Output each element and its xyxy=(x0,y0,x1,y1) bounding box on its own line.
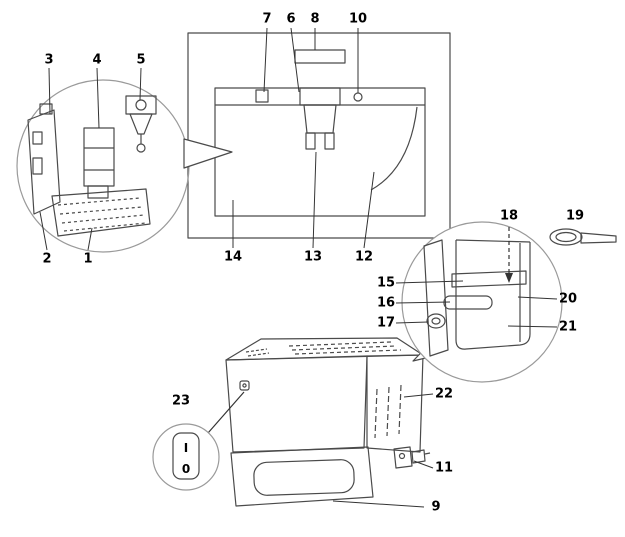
callout-15: 15 xyxy=(376,275,396,291)
perspective-view xyxy=(225,337,431,507)
water-tank xyxy=(426,239,531,350)
water-tank-detail xyxy=(401,221,617,383)
side-vents xyxy=(374,384,402,439)
callout-14: 14 xyxy=(223,249,243,265)
callout-9: 9 xyxy=(431,499,441,515)
steam-nozzle-part xyxy=(255,89,269,103)
door-curve xyxy=(370,106,418,191)
power-inlet xyxy=(393,446,431,469)
callout-12: 12 xyxy=(354,249,374,265)
right-side-face xyxy=(366,354,424,453)
leader-lines xyxy=(39,27,558,508)
callout-21: 21 xyxy=(558,319,578,335)
top-vent-slots xyxy=(245,348,270,357)
power-on-label: I xyxy=(183,441,189,455)
cup-warming-grid xyxy=(288,341,402,355)
brew-group xyxy=(83,127,115,199)
drip-grate xyxy=(51,188,151,237)
callout-7: 7 xyxy=(262,11,272,27)
callout-17: 17 xyxy=(376,315,396,331)
fill-direction-arrow xyxy=(505,227,513,283)
coffee-funnel-unit xyxy=(125,95,157,153)
power-off-label: 0 xyxy=(181,462,191,476)
callout-4: 4 xyxy=(92,52,102,68)
measuring-scoop xyxy=(549,228,617,246)
detail-pointer-line xyxy=(207,391,245,434)
power-switch-detail xyxy=(152,391,245,491)
front-face xyxy=(225,355,368,453)
detail-pointer-wedge xyxy=(183,138,233,169)
callout-3: 3 xyxy=(44,52,54,68)
callout-20: 20 xyxy=(558,291,578,307)
detail-circle xyxy=(401,221,563,383)
drip-tray xyxy=(230,446,374,507)
brew-unit-detail xyxy=(16,79,233,253)
coffee-spout xyxy=(299,87,341,150)
callout-11: 11 xyxy=(434,460,454,476)
display-panel xyxy=(294,49,346,64)
tank-cap xyxy=(426,313,446,329)
callout-1: 1 xyxy=(83,251,93,267)
indicator-part xyxy=(353,92,363,102)
callout-10: 10 xyxy=(348,11,368,27)
tank-lid xyxy=(451,270,527,288)
callout-18: 18 xyxy=(499,208,519,224)
callout-19: 19 xyxy=(565,208,585,224)
service-door xyxy=(27,103,61,215)
power-button xyxy=(239,380,250,391)
callout-23: 23 xyxy=(171,393,191,409)
front-view xyxy=(187,32,451,239)
callout-22: 22 xyxy=(434,386,454,402)
rocker-switch xyxy=(172,432,200,480)
front-view-frame xyxy=(187,32,451,239)
callout-16: 16 xyxy=(376,295,396,311)
tank-cap-inner xyxy=(431,317,441,325)
interior-opening xyxy=(214,87,426,217)
callout-6: 6 xyxy=(286,11,296,27)
callout-2: 2 xyxy=(42,251,52,267)
callout-8: 8 xyxy=(310,11,320,27)
callout-13: 13 xyxy=(303,249,323,265)
callout-5: 5 xyxy=(136,52,146,68)
tank-housing-panel xyxy=(423,239,449,357)
